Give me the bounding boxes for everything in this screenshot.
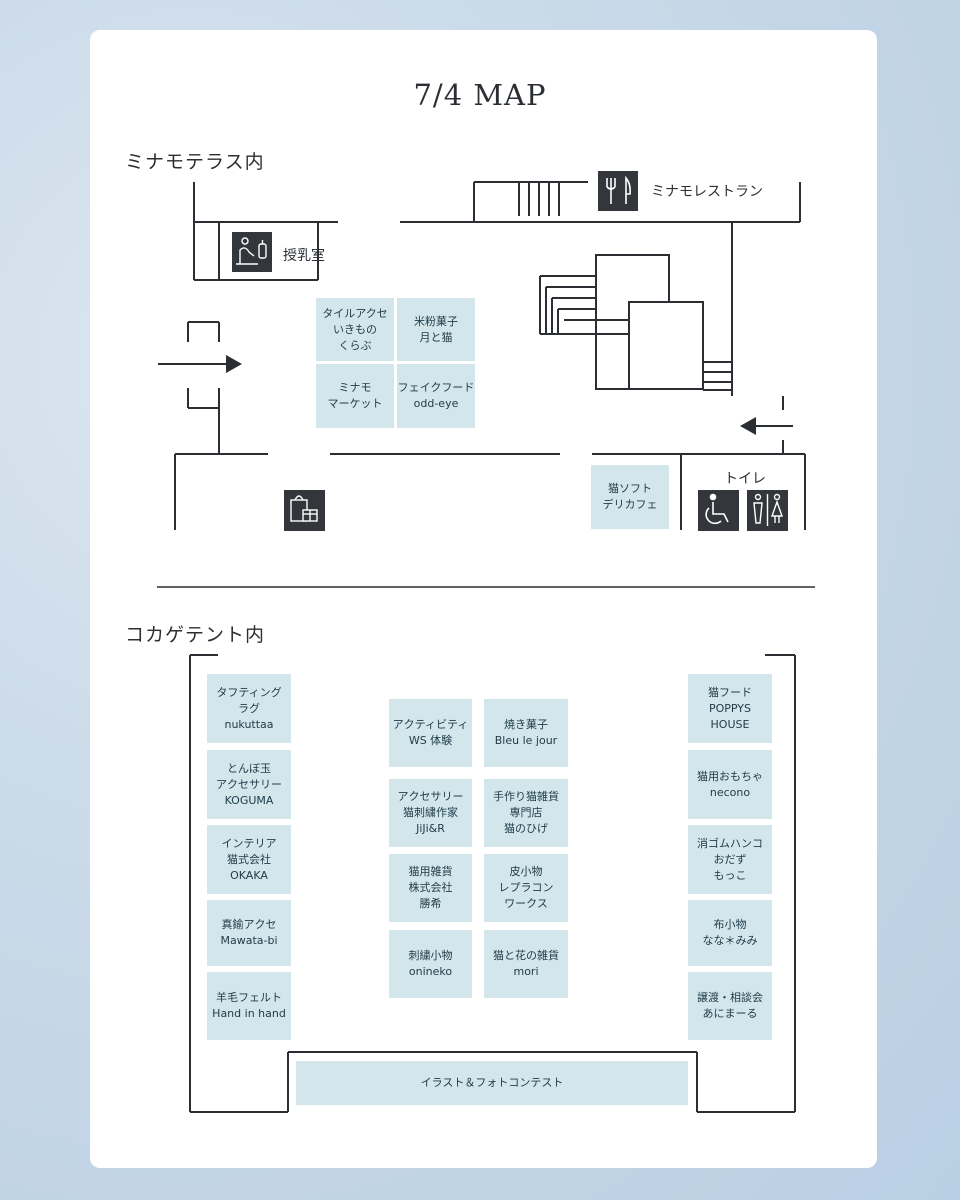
- section-label-tent: コカゲテント内: [125, 624, 266, 646]
- nursing-room-label: 授乳室: [283, 248, 325, 264]
- booth-line: アクセサリー: [397, 790, 464, 803]
- booth-line: Hand in hand: [212, 1007, 286, 1020]
- arrow-right-icon: [226, 355, 242, 373]
- booth: 米粉菓子月と猫: [397, 298, 475, 361]
- booth-line: アクセサリー: [216, 777, 282, 791]
- booth-line: 猫刺繍作家: [403, 806, 458, 819]
- booth-line: 皮小物: [509, 865, 543, 878]
- contest-booth: イラスト＆フォトコンテスト: [296, 1061, 688, 1105]
- booth-line: 株式会社: [408, 881, 453, 894]
- booth-line: タイルアクセ: [322, 306, 388, 320]
- booth: タフティングラグ nukuttaa: [207, 674, 291, 743]
- booth-line: 月と猫: [419, 330, 453, 344]
- booth: アクティビティ WS 体験: [389, 699, 472, 767]
- booth-line: おだず: [713, 852, 747, 866]
- booth-line: 専門店: [509, 806, 543, 819]
- contest-label: イラスト＆フォトコンテスト: [420, 1076, 564, 1089]
- booth: 猫用雑貨株式会社勝希: [389, 854, 472, 922]
- booth-line: インテリア: [221, 836, 277, 850]
- booth: 焼き菓子 Bleu le jour: [484, 699, 568, 767]
- section-label-terrace: ミナモテラス内: [125, 151, 265, 173]
- booth-line: onineko: [408, 965, 453, 978]
- booth-line: 焼き菓子: [504, 718, 548, 731]
- booth-line: OKAKA: [230, 868, 268, 882]
- booth: 消ゴムハンコおだずもっこ: [688, 825, 772, 894]
- booth-line: ワークス: [504, 897, 548, 910]
- booth-line: nukuttaa: [224, 717, 274, 731]
- booth-line: JiJi&R: [416, 822, 445, 835]
- toilet-label: トイレ: [724, 471, 766, 487]
- booth-line: いきもの: [333, 322, 377, 336]
- booth: アクセサリー猫刺繍作家 JiJi&R: [389, 779, 472, 847]
- booth-line: 猫のひげ: [504, 822, 548, 835]
- booth-line: マーケット: [327, 397, 383, 410]
- booth-line: タフティング: [216, 685, 282, 699]
- booth-line: Mawata-bi: [220, 934, 278, 947]
- booth-line: 布小物: [713, 918, 747, 931]
- booth-line: 譲渡・相談会: [697, 991, 763, 1004]
- booth-line: あにまーる: [702, 1007, 758, 1020]
- shopping-bag-icon: [284, 490, 325, 531]
- booth-line: 手作り猫雑貨: [493, 790, 559, 803]
- booth: フェイクフード odd-eye: [397, 364, 475, 428]
- booth-line: アクティビティ: [392, 718, 469, 731]
- booth: ミナモマーケット: [316, 364, 394, 428]
- restaurant-label: ミナモレストラン: [651, 184, 763, 200]
- booth: 羊毛フェルト Hand in hand: [207, 972, 291, 1040]
- booth-line: ミナモ: [338, 381, 372, 394]
- booth: 猫ソフトデリカフェ: [591, 465, 669, 529]
- booth: 真鍮アクセ Mawata-bi: [207, 900, 291, 966]
- wheelchair-icon: [698, 490, 739, 531]
- booth-line: フェイクフード: [397, 381, 475, 394]
- booth-line: 猫と花の雑貨: [493, 949, 559, 962]
- booth: 猫と花の雑貨 mori: [484, 930, 568, 998]
- booth-line: 刺繍小物: [408, 949, 453, 962]
- booth-line: necono: [709, 785, 751, 799]
- booth-line: 猫用おもちゃ: [697, 769, 763, 783]
- restroom-icon: [747, 490, 788, 531]
- booth: 手作り猫雑貨専門店猫のひげ: [484, 779, 568, 847]
- booth-line: 猫フード: [708, 685, 752, 699]
- booth-line: 猫ソフト: [608, 482, 652, 495]
- booth: タイルアクセいきものくらぶ: [316, 298, 394, 361]
- fork-knife-icon: [598, 171, 638, 211]
- booth-line: HOUSE: [710, 717, 750, 731]
- map-title: 7/4 MAP: [413, 78, 547, 112]
- booth: とんぼ玉アクセサリー KOGUMA: [207, 750, 291, 819]
- booth-line: Bleu le jour: [494, 734, 558, 747]
- booth-line: 猫式会社: [227, 852, 271, 866]
- booth-line: mori: [513, 965, 539, 978]
- booth-line: ラグ: [238, 701, 260, 715]
- booth-line: POPPYS: [708, 701, 752, 715]
- booth-line: もっこ: [713, 868, 747, 882]
- nursing-room-icon: [232, 232, 272, 272]
- booth-line: とんぼ玉: [227, 761, 271, 775]
- booth-line: 羊毛フェルト: [216, 991, 282, 1004]
- booth-line: WS 体験: [408, 734, 453, 747]
- booth-line: odd-eye: [413, 397, 459, 410]
- booth: 譲渡・相談会あにまーる: [688, 972, 772, 1040]
- booth: 刺繍小物 onineko: [389, 930, 472, 998]
- booth-line: なな＊みみ: [702, 934, 758, 947]
- booth-line: 消ゴムハンコ: [697, 836, 763, 850]
- booth: 布小物なな＊みみ: [688, 900, 772, 966]
- booth-line: デリカフェ: [602, 498, 658, 511]
- booth: 猫用おもちゃ necono: [688, 750, 772, 819]
- booth: 猫フード POPPYS HOUSE: [688, 674, 772, 743]
- booth-line: KOGUMA: [224, 793, 274, 807]
- booth-line: 勝希: [419, 897, 442, 910]
- booth-line: 米粉菓子: [414, 314, 458, 328]
- booth-line: 猫用雑貨: [408, 865, 453, 878]
- booth-line: くらぶ: [338, 338, 372, 352]
- booth: 皮小物レプラコンワークス: [484, 854, 568, 922]
- booth: インテリア猫式会社 OKAKA: [207, 825, 291, 894]
- arrow-left-icon: [740, 417, 756, 435]
- booth-line: レプラコン: [498, 881, 554, 894]
- booth-line: 真鍮アクセ: [221, 918, 277, 931]
